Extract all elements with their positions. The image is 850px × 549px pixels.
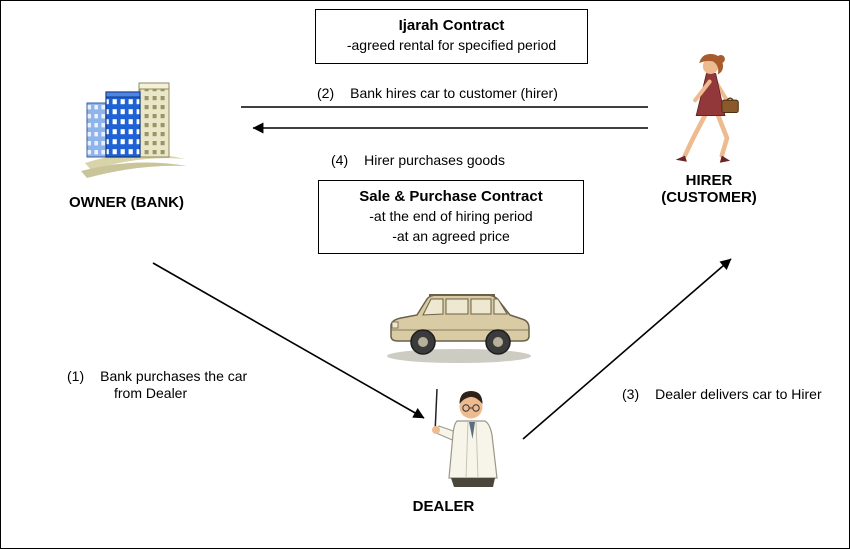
arrow-dealer-to-hirer [522,258,732,440]
ijarah-contract-title: Ijarah Contract [398,17,505,34]
step4-text: Hirer purchases goods [364,152,505,168]
step3-number: (3) [622,386,640,402]
salesman-icon [432,388,498,487]
step3-text: Dealer delivers car to Hirer [655,386,822,402]
suv-car-icon [387,294,531,363]
hirer-label-line2: (CUSTOMER) [661,189,757,206]
step2-number: (2) [317,85,335,101]
hirer-label-line1: HIRER [685,172,733,189]
sale-purchase-contract-box: Sale & Purchase Contract -at the end of … [318,180,584,255]
ijarah-contract-line-1: -agreed rental for specified period [346,37,557,53]
ijarah-contract-box: Ijarah Contract -agreed rental for speci… [315,9,588,64]
step1-text-line2: from Dealer [114,385,188,401]
step3-label: (3) Dealer delivers car to Hirer [622,386,822,403]
step2-text: Bank hires car to customer (hirer) [350,85,558,101]
step4-label: (4) Hirer purchases goods [331,152,505,169]
sale-purchase-contract-title: Sale & Purchase Contract [359,188,543,205]
owner-bank-label: OWNER (BANK) [69,194,184,211]
bank-building-icon [81,82,187,178]
step1-number: (1) [67,368,85,384]
dealer-label: DEALER [412,498,475,515]
sale-purchase-contract-line-2: -at an agreed price [392,227,510,244]
businesswoman-icon [675,54,739,163]
sale-purchase-contract-line-1: -at the end of hiring period [369,208,533,224]
step1-text-line1: Bank purchases the car [100,368,248,384]
step4-number: (4) [331,152,349,168]
hirer-customer-label: HIRER (CUSTOMER) [649,172,769,206]
step2-label: (2) Bank hires car to customer (hirer) [317,85,558,102]
step1-label: (1) Bank purchases the car from Dealer [67,368,247,402]
